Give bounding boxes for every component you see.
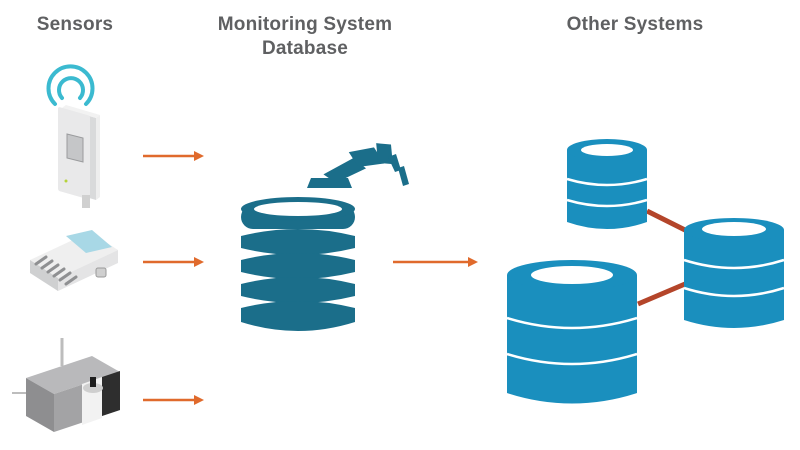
monitoring-heading-line2: Database — [261, 38, 349, 59]
db-link-bottom — [637, 281, 686, 307]
monitoring-heading-line1: Monitoring System — [217, 14, 393, 35]
probe-sensor-icon — [12, 338, 120, 432]
other-database-large-icon — [506, 260, 638, 404]
monitoring-heading: Monitoring System Database — [210, 13, 400, 61]
sensors-heading: Sensors — [36, 14, 114, 35]
monitoring-database-icon — [241, 143, 409, 331]
wifi-signal-icon — [46, 64, 95, 106]
other-systems-heading: Other Systems — [566, 14, 704, 35]
flying-records-icon — [307, 143, 409, 188]
other-database-top-icon — [566, 139, 648, 229]
other-database-right-icon — [683, 218, 785, 328]
wireless-sensor-icon — [46, 64, 100, 208]
data-logger-icon — [30, 230, 118, 291]
db-link-top — [645, 208, 687, 233]
